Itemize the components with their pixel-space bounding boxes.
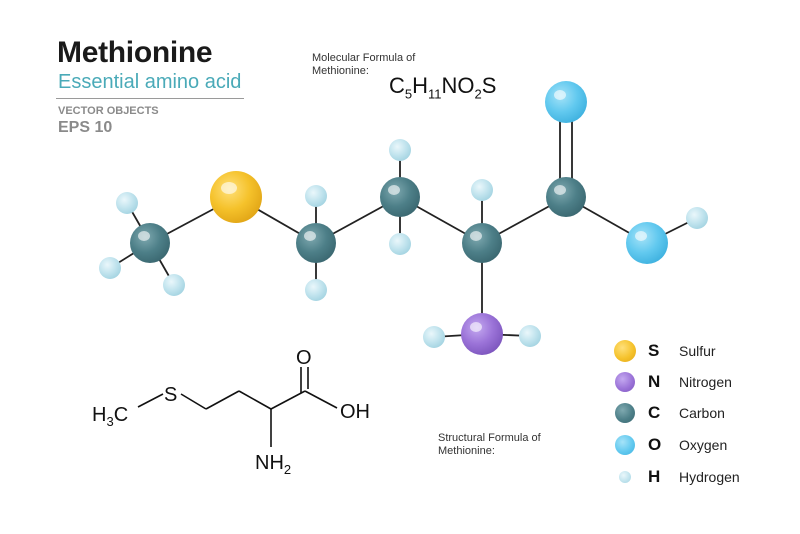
structural-formula-label-line1: Structural Formula of	[438, 432, 541, 444]
carbon-atom	[296, 223, 336, 263]
legend-symbol: N	[648, 372, 661, 391]
skeletal-bond	[238, 390, 272, 410]
s-label: S	[164, 384, 177, 406]
skeletal-bond	[304, 390, 338, 409]
page-subtitle: Essential amino acid	[58, 71, 242, 93]
hydrogen-atom	[686, 207, 708, 229]
mf-c: C	[389, 73, 405, 98]
skeletal-bond	[205, 390, 240, 410]
nitrogen-swatch	[615, 372, 635, 392]
legend-name: Nitrogen	[679, 374, 732, 390]
hydrogen-atom	[471, 179, 493, 201]
skeletal-labels: H3C S O OH NH2	[92, 347, 370, 477]
oxygen-atom	[545, 81, 587, 123]
o-label: O	[296, 347, 312, 369]
page-title: Methionine	[57, 36, 213, 69]
legend-name: Sulfur	[679, 343, 716, 359]
h3c-label: H3C	[92, 404, 128, 429]
molecular-formula: C5H11NO2S	[389, 73, 496, 101]
hydrogen-atom	[99, 257, 121, 279]
carbon-atom	[462, 223, 502, 263]
sulfur-atom	[210, 171, 262, 223]
carbon-atom	[130, 223, 170, 263]
legend-symbol: O	[648, 435, 662, 454]
legend-name: Hydrogen	[679, 469, 740, 485]
nitrogen-atom	[461, 313, 503, 355]
oxygen-atom	[626, 222, 668, 264]
structural-formula-label: Structural Formula of Methionine:	[438, 432, 578, 458]
legend-symbol: S	[648, 341, 660, 360]
legend-name: Oxygen	[679, 437, 728, 453]
mf-h-count: 11	[428, 86, 442, 102]
hydrogen-atom	[519, 325, 541, 347]
atoms	[99, 81, 708, 355]
oxygen-swatch	[615, 435, 635, 455]
skeletal-bond	[137, 393, 164, 408]
skeletal-bond	[180, 393, 207, 410]
oh-label: OH	[340, 401, 370, 423]
vector-objects-label: VECTOR OBJECTS	[58, 105, 159, 117]
sulfur-swatch	[614, 340, 636, 362]
atom-highlights	[138, 90, 647, 332]
hydrogen-atom	[305, 185, 327, 207]
mf-h: H	[412, 73, 429, 98]
molecular-formula-label-line2: Methionine:	[312, 65, 369, 77]
title-divider	[56, 98, 244, 99]
hydrogen-atom	[389, 139, 411, 161]
mf-s: S	[481, 73, 497, 98]
eps-label: EPS 10	[58, 119, 113, 136]
legend-name: Carbon	[679, 405, 725, 421]
nh2-label: NH2	[255, 452, 291, 477]
mf-c-count: 5	[404, 86, 413, 102]
hydrogen-atom	[389, 233, 411, 255]
molecular-formula-label: Molecular Formula of Methionine:	[312, 52, 452, 78]
skeletal-bond	[270, 390, 306, 410]
legend-symbol: C	[648, 403, 661, 422]
hydrogen-atom	[116, 192, 138, 214]
mf-no: NO	[441, 73, 475, 98]
structural-formula-label-line2: Methionine:	[438, 445, 495, 457]
hydrogen-swatch	[619, 471, 631, 483]
carbon-atom	[546, 177, 586, 217]
mf-o-count: 2	[474, 86, 482, 102]
carbon-atom	[380, 177, 420, 217]
hydrogen-atom	[163, 274, 185, 296]
hydrogen-atom	[423, 326, 445, 348]
molecular-formula-label-line1: Molecular Formula of	[312, 52, 416, 64]
carbon-swatch	[615, 403, 635, 423]
skeletal-formula	[137, 367, 338, 447]
legend-symbol: H	[648, 467, 661, 486]
hydrogen-atom	[305, 279, 327, 301]
